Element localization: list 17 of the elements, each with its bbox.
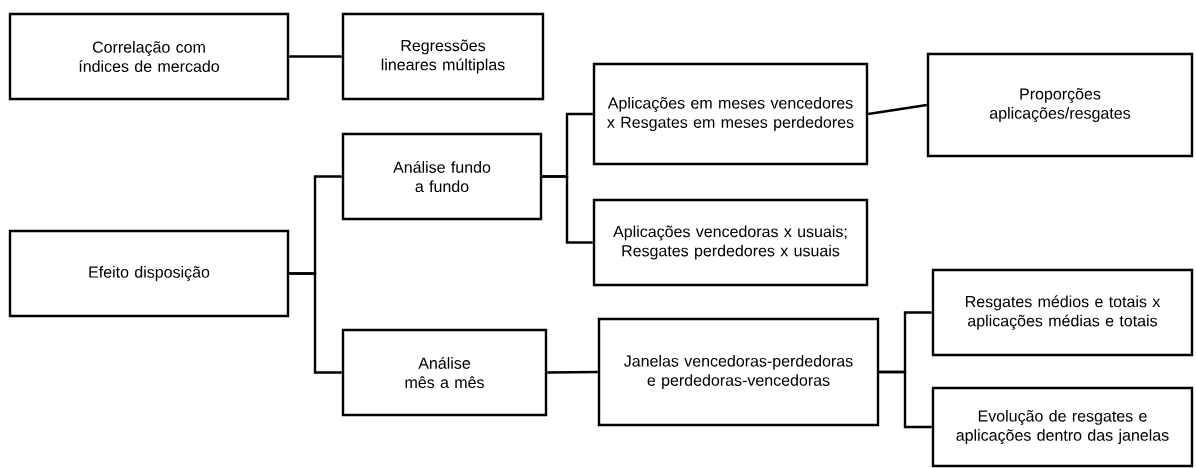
process-box: Aplicações vencedoras x usuais; Resgates perdedores x usuais — [592, 198, 869, 287]
connector-line — [289, 272, 342, 374]
connector-line — [542, 175, 593, 244]
process-box: Proporções aplicações/resgates — [926, 52, 1194, 158]
connector-line — [879, 370, 932, 429]
connector-line — [868, 103, 927, 116]
process-box: Aplicações em meses vencedores x Resgates em meses perdedores — [592, 62, 869, 166]
process-box: Análise mês a mês — [341, 328, 548, 417]
connector-line — [289, 55, 342, 58]
process-box: Correlação com índices de mercado — [8, 12, 290, 101]
process-box: Evolução de resgates e aplicações dentro das janelas — [931, 386, 1194, 468]
connector-line — [547, 370, 598, 374]
process-box: Resgates médios e totais x aplicações médias e totais — [931, 268, 1194, 357]
process-box: Regressões lineares múltiplas — [341, 12, 545, 101]
process-box: Efeito disposição — [8, 229, 290, 318]
process-box: Análise fundo a fundo — [341, 132, 543, 221]
process-box: Janelas vencedoras-perdedoras e perdedoras-vencedoras — [597, 317, 880, 427]
